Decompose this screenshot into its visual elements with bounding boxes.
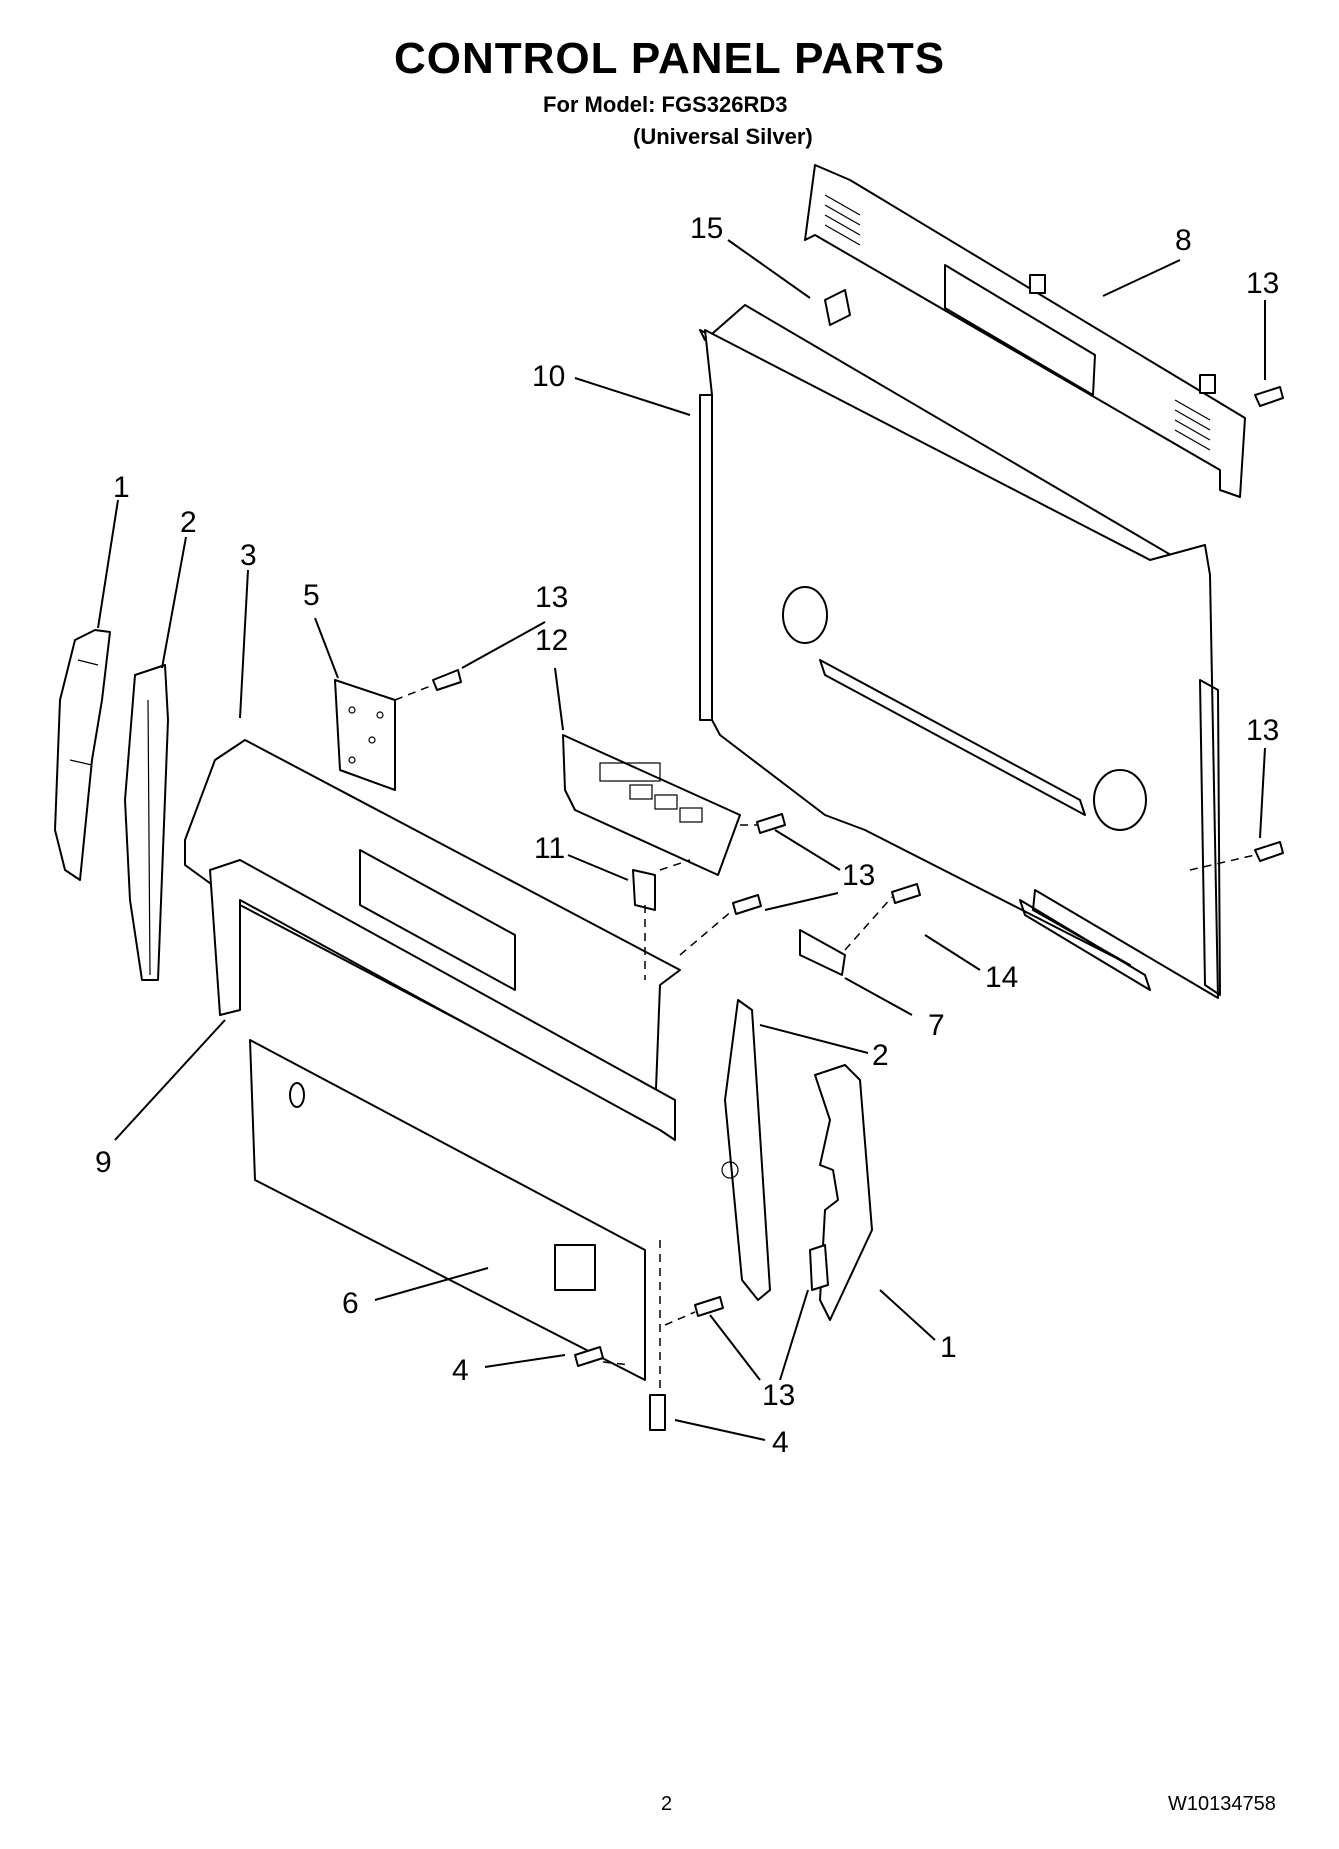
screw-icon xyxy=(574,1346,604,1367)
model-variant: (Universal Silver) xyxy=(633,124,813,149)
callout-9: 9 xyxy=(95,1146,112,1179)
screw-icon xyxy=(649,1394,666,1431)
screw-icon xyxy=(891,883,921,904)
callout-13-mid-right: 13 xyxy=(1246,714,1279,747)
screw-icon xyxy=(732,894,762,915)
part-8-vent-bracket xyxy=(804,164,1246,498)
part-15-clip xyxy=(824,289,851,326)
screw-icon xyxy=(694,1296,724,1317)
screw-icon xyxy=(432,669,462,691)
screw-icon xyxy=(809,1244,829,1291)
part-9-lower-bracket xyxy=(209,859,676,1141)
callout-labels: 1 2 3 5 13 12 15 8 13 10 13 11 13 13 14 … xyxy=(95,212,1279,1459)
assembly-lines xyxy=(394,684,1256,1395)
document-id: W10134758 xyxy=(1168,1793,1276,1815)
callout-1-left: 1 xyxy=(113,471,130,504)
callout-13-board: 13 xyxy=(535,581,568,614)
part-1-left-endcap xyxy=(54,629,111,881)
callout-13-top-right: 13 xyxy=(1246,267,1279,300)
callout-3: 3 xyxy=(240,539,257,572)
part-5-circuit-board xyxy=(334,679,396,791)
part-7-small-bracket xyxy=(799,929,846,976)
callout-15: 15 xyxy=(690,212,723,245)
callout-12: 12 xyxy=(535,624,568,657)
part-11-switch xyxy=(632,869,656,911)
screws xyxy=(432,386,1284,1431)
part-6-lower-panel xyxy=(249,1039,646,1381)
callout-13-keypad: 13 xyxy=(842,859,875,892)
leader-lines xyxy=(97,239,1266,1441)
model-line: For Model: FGS326RD3 xyxy=(543,92,788,117)
part-10-rear-panel xyxy=(699,304,1221,999)
page-number: 2 xyxy=(661,1793,673,1815)
callout-8: 8 xyxy=(1175,224,1192,257)
part-12-keypad xyxy=(562,734,741,876)
part-2-right-bracket xyxy=(721,999,771,1301)
callout-4-left: 4 xyxy=(452,1354,469,1387)
callout-7: 7 xyxy=(928,1009,945,1042)
screw-icon xyxy=(756,813,786,834)
callout-1-right: 1 xyxy=(940,1331,957,1364)
callout-2-left: 2 xyxy=(180,506,197,539)
callout-10: 10 xyxy=(532,360,565,393)
page-title: CONTROL PANEL PARTS xyxy=(393,34,946,83)
part-2-left-bracket xyxy=(124,664,169,981)
callout-13-bottom: 13 xyxy=(762,1379,795,1412)
callout-5: 5 xyxy=(303,579,320,612)
screw-icon xyxy=(1254,386,1284,407)
callout-2-right: 2 xyxy=(872,1039,889,1072)
callout-14: 14 xyxy=(985,961,1018,994)
screw-icon xyxy=(1254,841,1284,862)
callout-6: 6 xyxy=(342,1287,359,1320)
callout-4-bottom: 4 xyxy=(772,1426,789,1459)
callout-11: 11 xyxy=(534,832,565,865)
